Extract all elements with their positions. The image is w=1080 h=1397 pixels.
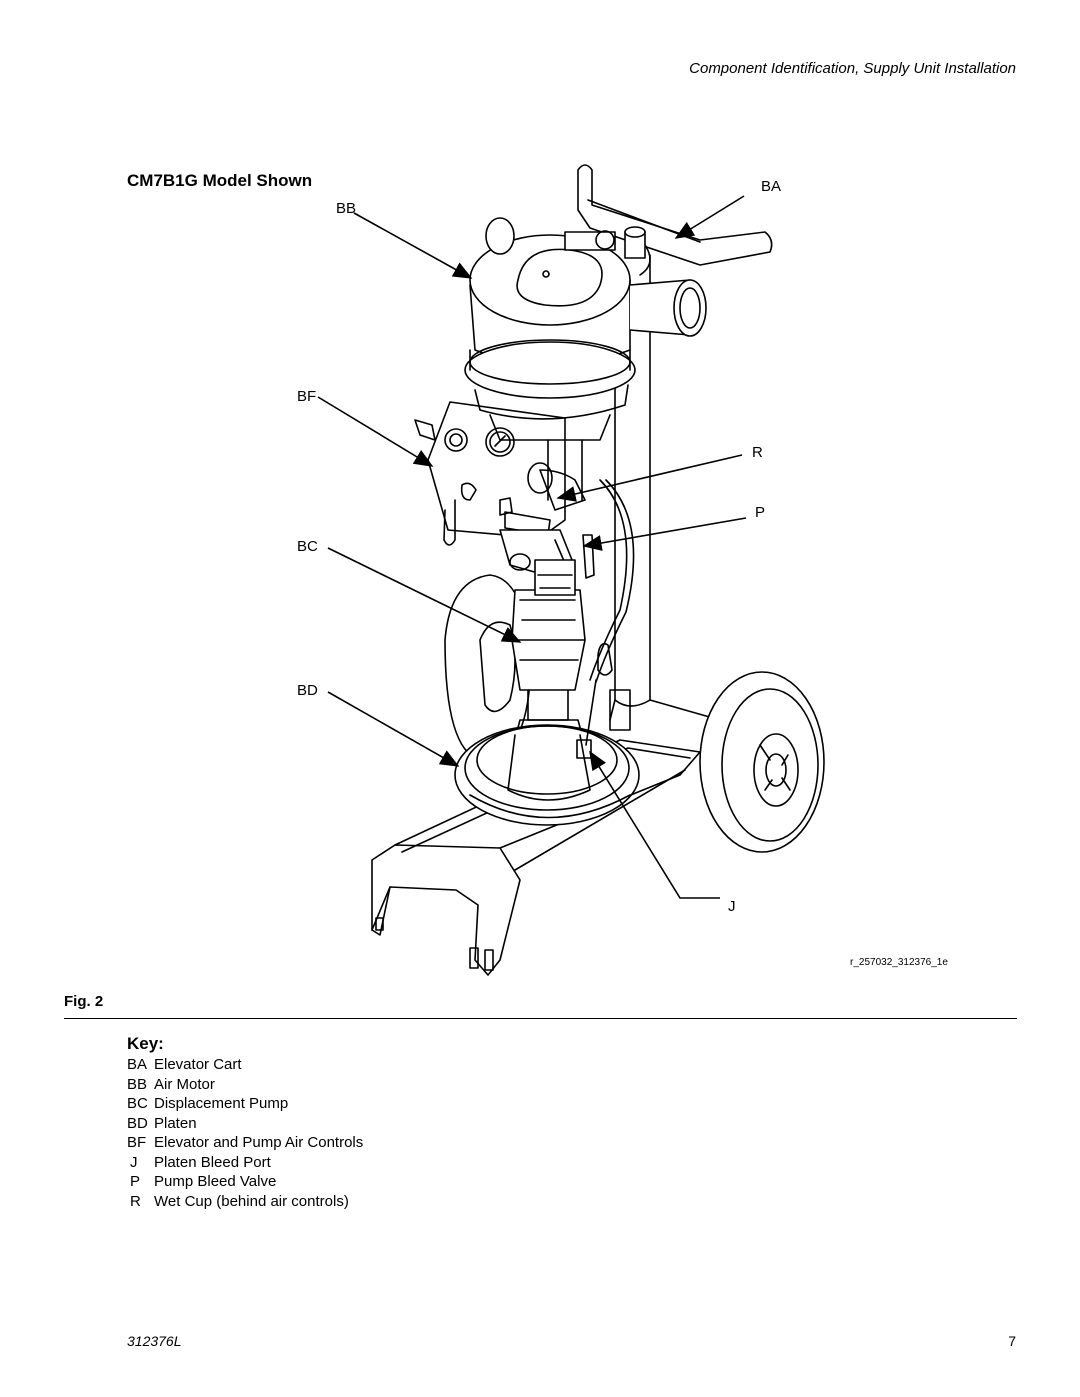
leader-bb — [353, 212, 473, 279]
key-code: BB — [127, 1075, 148, 1093]
leader-bf — [317, 396, 434, 467]
divider-line — [64, 1018, 1017, 1019]
key-label: Wet Cup (behind air controls) — [154, 1192, 349, 1210]
leader-r — [556, 454, 743, 502]
key-label: Pump Bleed Valve — [154, 1173, 277, 1190]
key-code: BC — [127, 1095, 148, 1112]
key-code: R — [130, 1192, 141, 1210]
page-number: 7 — [1008, 1333, 1016, 1349]
key-code: BF — [127, 1134, 147, 1151]
figure-caption-prefix: Fig. — [64, 993, 91, 1010]
callout-bd: BD — [297, 682, 318, 699]
key-code: J — [130, 1153, 138, 1171]
callout-p: P — [755, 504, 766, 521]
key-label: Elevator Cart — [154, 1056, 242, 1073]
callout-r: R — [752, 444, 763, 461]
key-label: Air Motor — [154, 1075, 215, 1093]
leader-j — [589, 750, 720, 899]
callout-ba: BA — [761, 178, 782, 195]
figure-image-id: r_257032_312376_1e — [850, 957, 948, 968]
callout-bf: BF — [297, 388, 317, 405]
key-label: Elevator and Pump Air Controls — [154, 1134, 364, 1151]
key-item: BF Elevator and Pump Air Controls — [127, 1133, 363, 1153]
leader-ba — [674, 195, 745, 239]
callout-bc: BC — [297, 538, 318, 555]
figure-caption: Fig. 2 — [64, 993, 103, 1010]
key-code: P — [130, 1173, 141, 1190]
leader-p — [582, 517, 747, 551]
key-code: BD — [127, 1114, 148, 1132]
key-item: BC Displacement Pump — [127, 1094, 363, 1114]
model-title: CM7B1G Model Shown — [127, 171, 313, 190]
document-number: 312376L — [127, 1333, 182, 1349]
key-title: Key: — [127, 1034, 164, 1053]
leader-bd — [327, 691, 460, 767]
equipment-illustration — [317, 164, 825, 976]
key-item: BB Air Motor — [127, 1075, 363, 1095]
key-item: BA Elevator Cart — [127, 1055, 363, 1075]
key-item: R Wet Cup (behind air controls) — [127, 1192, 363, 1212]
leader-bc — [327, 547, 522, 643]
key-code: BA — [127, 1056, 148, 1073]
section-header: Component Identification, Supply Unit In… — [689, 60, 1016, 77]
callout-j: J — [728, 898, 736, 915]
key-label: Platen Bleed Port — [154, 1153, 271, 1171]
key-label: Displacement Pump — [154, 1095, 289, 1112]
callout-bb: BB — [336, 200, 357, 217]
figure-caption-number: 2 — [94, 993, 104, 1010]
key-list: BA Elevator Cart BB Air Motor BC Displac… — [127, 1055, 363, 1211]
key-label: Platen — [154, 1114, 197, 1132]
key-item: J Platen Bleed Port — [127, 1153, 363, 1173]
key-item: P Pump Bleed Valve — [127, 1172, 363, 1192]
key-item: BD Platen — [127, 1114, 363, 1134]
